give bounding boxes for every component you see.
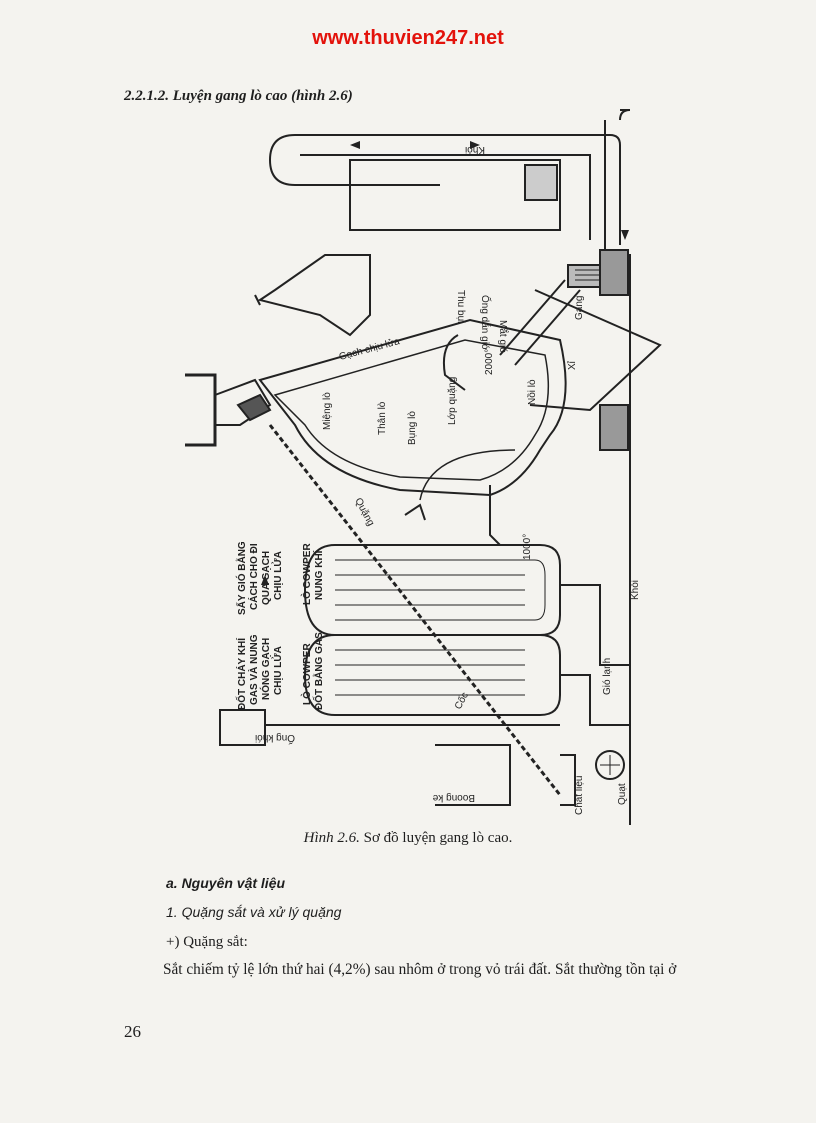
label-dot-chay-1: ĐỐT CHÁY KHÍ	[234, 638, 248, 710]
label-chat-lieu: Chất liệu	[573, 776, 585, 815]
label-quang: Quặng	[352, 496, 376, 528]
label-gang: Gang	[574, 296, 585, 320]
label-say-gio-3: QUA GẠCH	[261, 551, 272, 605]
label-dot-chay-4: CHỊU LỬA	[271, 646, 284, 695]
label-temp-2000: 2000°	[484, 349, 495, 375]
chimney-base	[219, 709, 266, 746]
flue-duct-inner	[300, 154, 591, 240]
figure-caption: Hình 2.6. Sơ đồ luyện gang lò cao.	[0, 830, 816, 847]
dust-collector	[257, 254, 371, 337]
label-xi: Xỉ	[566, 360, 578, 370]
watermark-url[interactable]: www.thuvien247.net	[312, 27, 504, 49]
flue-duct-bend	[268, 134, 440, 186]
hearth	[529, 289, 662, 412]
hot-air-inlet	[404, 503, 426, 521]
label-temp-1000: 1000°	[522, 534, 533, 560]
flow-arrow-2	[470, 141, 480, 149]
furnace-throat	[214, 378, 272, 426]
skip-incline	[268, 424, 562, 796]
bell	[236, 393, 272, 422]
body-paragraph: Sắt chiếm tỷ lệ lớn thứ hai (4,2%) sau n…	[163, 961, 677, 978]
label-mieng-lo: Miệng lò	[322, 392, 333, 430]
furnace-shell	[258, 318, 567, 497]
hot-blast-pipe	[499, 279, 581, 366]
label-coc: Cốc	[452, 690, 471, 711]
label-quat: Quạt	[617, 783, 628, 805]
label-gio-lanh: Gió lạnh	[602, 658, 613, 695]
tuyere-pipe	[442, 334, 466, 391]
cowper-stove-2	[335, 634, 561, 716]
bunker	[435, 744, 511, 806]
flue-duct-outer	[295, 134, 621, 245]
flow-arrow-3	[621, 230, 629, 240]
cowper-stove-1-inner	[335, 559, 546, 621]
label-cowper-dot-1: LÒ COWPER	[300, 643, 313, 705]
label-gach-chiu-lua: Gạch chịu lửa	[338, 335, 402, 363]
label-bung-lo: Bụng lò	[407, 411, 418, 445]
label-cowper-nung-1: LÒ COWPER	[300, 543, 313, 605]
figure-caption-text: Sơ đồ luyện gang lò cao.	[363, 830, 513, 846]
label-say-gio-2: CÁCH CHO ĐI	[247, 543, 260, 610]
label-noi-lo: Nồi lò	[526, 379, 538, 405]
fan	[595, 750, 625, 780]
label-ong-dan-gio: Ống dẫn gió	[479, 295, 493, 350]
label-thu-bui: Thu bụi	[455, 290, 466, 323]
gang-tap	[599, 249, 629, 296]
label-dot-chay-2: GAS VÀ NUNG	[247, 634, 260, 705]
label-boong-ke: Boong ke	[432, 792, 475, 803]
xi-tap	[599, 404, 629, 451]
filter-mesh	[524, 164, 558, 201]
label-dot-chay-3: NÓNG GẠCH	[259, 638, 272, 700]
furnace-lining	[273, 339, 550, 481]
blast-furnace-diagram: Khói Thu bụi Ống dẫn gió Mắt gió Gạch ch…	[120, 105, 680, 825]
gas-cleaner	[349, 159, 561, 231]
plus-item: +) Quặng sắt:	[166, 934, 248, 950]
label-ong-khoi: Ống khói	[255, 732, 295, 746]
label-khoi-top: Khói	[465, 144, 485, 155]
hot-air-pipe	[560, 584, 630, 666]
charging-hopper	[185, 373, 217, 447]
cowper-stove-2-dome	[303, 634, 336, 716]
numbered-item: 1. Quặng sắt và xử lý quặng	[166, 904, 342, 920]
cowper-stove-1-dome	[303, 544, 336, 636]
subheading: a. Nguyên vật liệu	[166, 875, 286, 891]
label-cowper-nung-2: NUNG KHÍ	[312, 550, 325, 600]
label-say-gio-1: SẤY GIÓ BẰNG	[235, 541, 248, 615]
cold-air-pipe	[560, 674, 630, 726]
label-lop-quang: Lớp quặng	[447, 377, 458, 425]
stove-connector	[489, 485, 501, 546]
main-pipe-top	[619, 109, 631, 121]
cowper-stove-1	[335, 544, 561, 636]
label-say-gio-4: CHỊU LỬA	[271, 551, 284, 600]
dust-outlet	[254, 294, 261, 306]
main-pipe	[604, 120, 631, 825]
flow-arrow-1	[350, 141, 360, 149]
charging-box	[560, 754, 576, 806]
page-number: 26	[124, 1022, 141, 1041]
section-heading: 2.2.1.2. Luyện gang lò cao (hình 2.6)	[124, 88, 353, 104]
label-khoi-right: Khói	[630, 580, 641, 600]
label-mat-gio: Mắt gió	[497, 320, 510, 353]
figure-number: Hình 2.6.	[303, 830, 360, 846]
diagram-svg: Khói Thu bụi Ống dẫn gió Mắt gió Gạch ch…	[185, 109, 662, 825]
label-cowper-dot-2: ĐỐT BẰNG GAS	[311, 632, 325, 710]
flow-arrow-4	[261, 575, 269, 585]
label-than-lo: Thân lò	[377, 401, 388, 435]
